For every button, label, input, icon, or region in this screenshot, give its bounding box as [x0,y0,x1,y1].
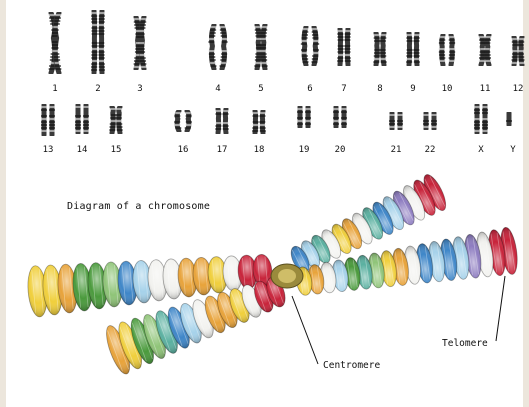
chromosome-pair-20 [327,106,353,128]
chromosome-number: 8 [372,84,388,94]
chromosome-number: 12 [510,84,526,94]
chromosome-number: 13 [40,145,56,155]
chromosome-number: 16 [175,145,191,155]
chromosome-pair-15 [103,106,129,134]
chromosome-number: 10 [439,84,455,94]
chromosome-pair-2 [85,10,111,74]
chromosome-pair-9 [400,32,426,66]
chromosome-number: 6 [302,84,318,94]
chromosome-number: X [473,145,489,155]
telomere-pointer [496,276,505,341]
chromosome-number: 14 [74,145,90,155]
chromosome-pair-X [468,104,494,134]
chromosome-pair-22 [417,112,443,130]
chromosome-number: 19 [296,145,312,155]
chromosome-pair-13 [35,104,61,136]
chromosome-pair-21 [383,112,409,130]
chromosome-number: 3 [132,84,148,94]
centromere-label: Centromere [323,360,380,371]
chromosome-pair-4 [205,24,231,70]
chromosome-pair-12 [505,36,529,66]
chromosome-number: 22 [422,145,438,155]
chromosome-pair-5 [248,24,274,70]
chromosome-pair-3 [127,16,153,70]
chromosome-number: 5 [253,84,269,94]
chromosome-pair-6 [297,26,323,66]
chromosome-pair-8 [367,32,393,66]
chromosome-number: 20 [332,145,348,155]
chromosome-pair-1 [42,12,68,74]
chromosome-pair-18 [246,110,272,134]
chromosome-pair-17 [209,108,235,134]
chromosome-number: 9 [405,84,421,94]
chromosome-number: Y [505,145,521,155]
chromosome-pair-19 [291,106,317,128]
chromosome-number: 18 [251,145,267,155]
chromosome-pair-Y [500,112,526,126]
diagram-title: Diagram of a chromosome [67,201,210,212]
chromosome-pair-10 [434,34,460,66]
chromosome-pair-7 [331,28,357,66]
chromosome-number: 4 [210,84,226,94]
chromosome-pair-11 [472,34,498,66]
centromere-pointer [292,296,318,364]
chromosome-number: 21 [388,145,404,155]
chromosome-number: 11 [477,84,493,94]
chromosome-pair-14 [69,104,95,134]
chromosome-number: 7 [336,84,352,94]
chromosome-number: 15 [108,145,124,155]
chromosome-pair-16 [170,110,196,132]
telomere-label: Telomere [442,338,488,349]
chromosome-number: 2 [90,84,106,94]
chromosome-number: 1 [47,84,63,94]
chromosome-number: 17 [214,145,230,155]
